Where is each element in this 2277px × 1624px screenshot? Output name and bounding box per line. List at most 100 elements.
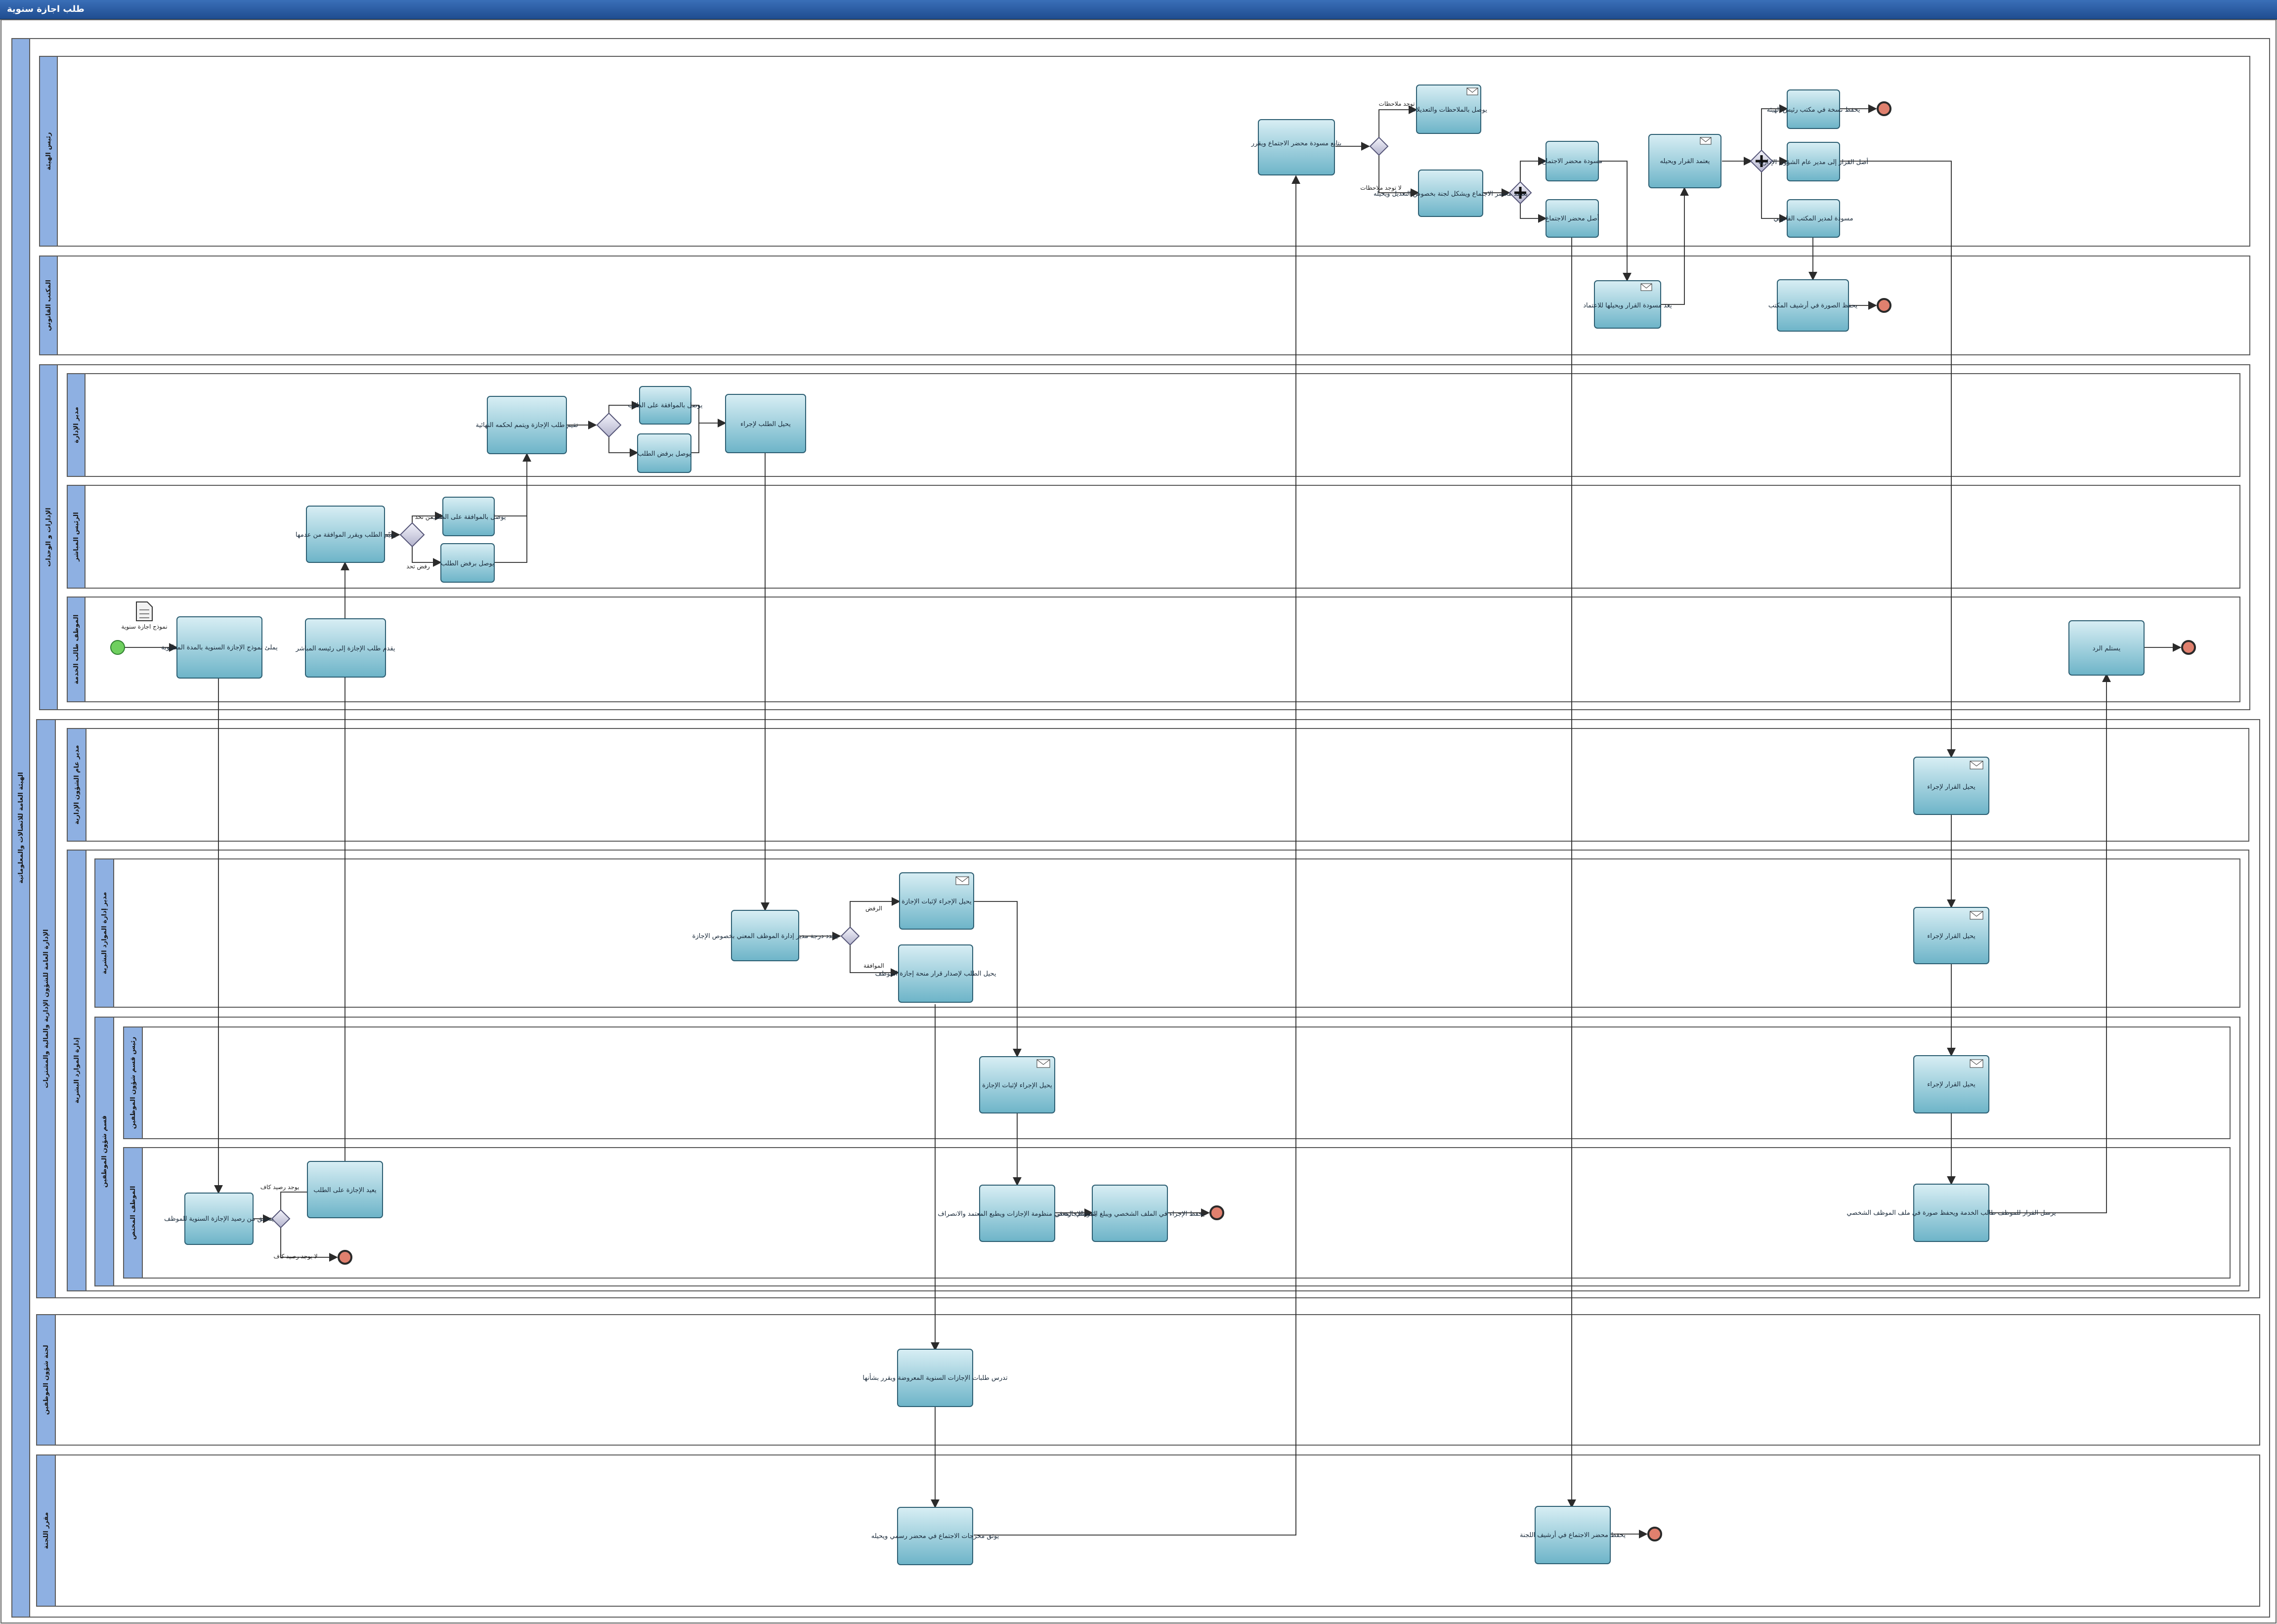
end-event-employee xyxy=(2181,640,2196,655)
task-secretary-minutes[interactable] xyxy=(897,1507,973,1565)
window-title: طلب اجازة سنوية xyxy=(7,4,85,14)
task-draft-decision-label: يعد مسودة القرار ويحيلها للاعتماد xyxy=(1583,302,1672,309)
label-no-notes: لا توجد ملاحظات xyxy=(1360,184,1402,192)
lane-president: رئيس الهيئة xyxy=(39,56,2250,247)
task-gm-action[interactable] xyxy=(1913,757,1989,815)
lane-hr-manager-label: مدير إدارة الموارد البشرية xyxy=(101,892,108,974)
task-receive-reply[interactable] xyxy=(2068,620,2145,676)
lane-committee: لجنة شؤون الموظفين xyxy=(36,1314,2260,1446)
task-hr-committee-label: يحيل الطلب لإصدار قرار منحة إجازة الموظف xyxy=(875,970,996,978)
task-file[interactable] xyxy=(1092,1185,1168,1242)
label-approve: الموافقة xyxy=(863,962,884,970)
task-boss-approve[interactable] xyxy=(442,497,495,536)
task-notes[interactable] xyxy=(1416,85,1481,134)
lane-secretary-label: مقرر اللجنة xyxy=(43,1512,50,1549)
pool-outer-label: الهيئة العامة للاتصالات والمعلوماتية xyxy=(17,772,25,883)
lane-personnel-section-label: قسم شؤون الموظفين xyxy=(101,1115,108,1188)
lane-admin-director-label: مدير عام الشؤون الإدارية xyxy=(73,745,81,825)
task-verify-balance[interactable] xyxy=(184,1193,254,1245)
task-boss-reject[interactable] xyxy=(440,543,495,583)
task-approve-decision-label: يعتمد القرار ويحيله xyxy=(1660,158,1710,165)
task-copy-minutes[interactable] xyxy=(1546,141,1599,181)
task-forward[interactable] xyxy=(725,394,806,453)
label-yes: من تحد xyxy=(415,513,433,521)
task-archive-legal[interactable] xyxy=(1777,279,1849,332)
task-notify-employee[interactable] xyxy=(1913,1184,1989,1242)
events xyxy=(110,101,2196,1541)
label-no-balance: لا يوجد رصيد كاف xyxy=(273,1253,317,1260)
task-return-request-label: يعيد الإجازة على الطلب xyxy=(313,1187,377,1194)
end-event-balance xyxy=(338,1250,352,1265)
task-dept-reject[interactable] xyxy=(637,433,691,473)
task-send-minutes-label: أصل محضر الاجتماع xyxy=(1546,214,1599,222)
task-send-minutes[interactable] xyxy=(1546,199,1599,238)
task-gm-action-label: يحيل القرار لإجراء xyxy=(1927,783,1976,791)
task-dept-review-label: تقيم طلب الإجازة ويتمم لحكمه النهائية xyxy=(476,422,578,429)
task-head-dec[interactable] xyxy=(1913,1055,1989,1113)
task-sign-minutes-label: يعتمد محضر الاجتماع ويشكل لجنة بخصوص الت… xyxy=(1374,190,1528,198)
task-send-original[interactable] xyxy=(1787,142,1840,181)
envelope-icon xyxy=(1970,911,1983,920)
task-copy-legal[interactable] xyxy=(1787,199,1840,238)
task-hr-forward[interactable] xyxy=(899,872,974,930)
lane-hr-dept-label: إدارة الموارد البشرية xyxy=(73,1037,81,1103)
task-archive-legal-label: يحفظ الصورة في أرشيف المكتب xyxy=(1768,301,1858,309)
task-draft-decision[interactable] xyxy=(1594,280,1661,329)
task-hr-committee[interactable] xyxy=(898,944,973,1003)
task-notify-employee-label: يرسل القرار للموظف طالب الخدمة ويحفظ صور… xyxy=(1847,1209,2056,1217)
lane-legal-office: المكتب القانوني xyxy=(39,256,2250,355)
task-verify-balance-label: يتحقق من رصيد الإجازة السنوية للموظف xyxy=(164,1215,274,1223)
task-review-draft[interactable] xyxy=(1258,119,1335,175)
task-sign-minutes[interactable] xyxy=(1418,170,1483,217)
task-return-request[interactable] xyxy=(307,1161,383,1218)
lane-direct-boss-label: الرئيس المباشر xyxy=(73,512,80,562)
flow-labels: توجد ملاحظات لا توجد ملاحظات من تحد رفض … xyxy=(121,100,1415,1260)
lane-dept-unit-label: الإدارات و الوحدات xyxy=(45,508,52,566)
task-dept-approve[interactable] xyxy=(639,386,691,425)
gateway-hr xyxy=(840,926,860,946)
task-notes-label: يوصل بالملاحظات والتعديلات xyxy=(1410,106,1487,114)
task-head-forward[interactable] xyxy=(979,1056,1055,1113)
parallel-gateway-split xyxy=(1508,181,1532,205)
task-dept-approve-label: يوصل بالموافقة على الطلب xyxy=(628,402,703,409)
task-hr-check[interactable] xyxy=(731,910,799,961)
gateway-balance xyxy=(271,1209,291,1229)
gateway-boss xyxy=(399,522,425,548)
lane-dept-director-label: مدير الإدارة xyxy=(73,407,80,443)
envelope-icon xyxy=(1970,1059,1983,1068)
gateways xyxy=(271,136,1773,1229)
task-approve-decision[interactable] xyxy=(1648,134,1721,188)
lane-employee-label: الموظف طالب الخدمة xyxy=(73,615,80,684)
lane-committee-label: لجنة شؤون الموظفين xyxy=(43,1345,50,1414)
task-committee-review[interactable] xyxy=(897,1349,973,1407)
lane-admin-affairs-director: مدير عام الشؤون الإدارية xyxy=(67,728,2249,842)
label-reject: الرفض xyxy=(865,905,882,912)
task-hr-mgr-dec[interactable] xyxy=(1913,907,1989,964)
end-event-officer xyxy=(1209,1205,1224,1220)
outer-frame xyxy=(0,19,2277,1624)
task-committee-review-label: تدرس طلبات الإجازات السنوية المعروضة ويق… xyxy=(862,1373,1008,1382)
task-boss-reject-label: يوصل برفض الطلب xyxy=(441,560,494,567)
gateway-director xyxy=(596,412,622,438)
task-record-label: يثبت الإجازة في منظومة الإجازات ويطبع ال… xyxy=(938,1210,1097,1218)
task-archive-minutes[interactable] xyxy=(1535,1506,1611,1564)
tasks xyxy=(176,85,2145,1565)
gateway-president xyxy=(1369,136,1389,156)
task-fill-form[interactable] xyxy=(176,616,262,679)
task-boss-review-label: يقيّم الطلب ويقرر الموافقة من عدمها xyxy=(296,531,396,539)
end-event-president xyxy=(1877,101,1891,116)
task-copy-minutes-label: مسودة محضر الاجتماع xyxy=(1542,158,1602,165)
task-submit[interactable] xyxy=(305,618,386,678)
task-dept-review[interactable] xyxy=(487,396,567,454)
envelope-icon xyxy=(955,876,969,885)
task-copy-office[interactable] xyxy=(1787,89,1840,129)
lane-secretary: مقرر اللجنة xyxy=(36,1454,2260,1607)
envelope-icon xyxy=(1700,137,1712,145)
task-record[interactable] xyxy=(979,1185,1055,1242)
task-head-forward-label: يحيل الإجراء لإثبات الإجازة xyxy=(982,1082,1052,1089)
task-boss-review[interactable] xyxy=(306,506,385,563)
lane-dept-director: مدير الإدارة xyxy=(67,373,2240,477)
envelope-icon xyxy=(1640,283,1652,291)
pool-admin-finance-label: الإدارة العامة للشؤون الإدارية والمالية … xyxy=(43,929,50,1088)
